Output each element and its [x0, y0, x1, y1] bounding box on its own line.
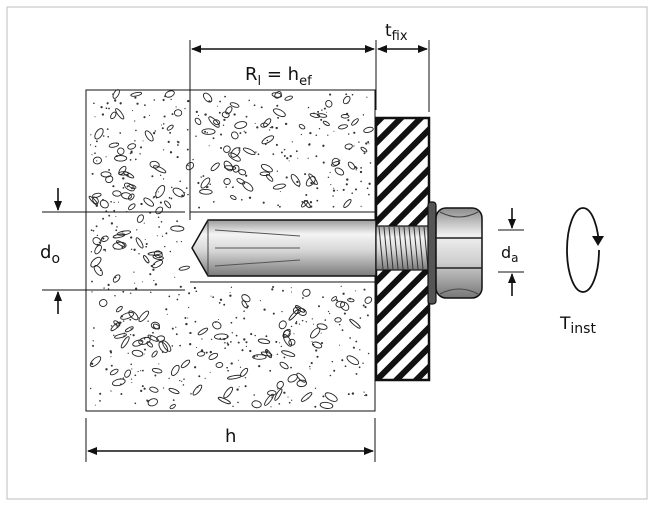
fixture-thickness-dimension	[377, 40, 430, 112]
figure-frame	[6, 6, 648, 500]
member-thickness-dimension	[85, 418, 376, 462]
anchor-sleeve	[191, 219, 377, 277]
installation-torque-label: Tinst	[559, 314, 596, 337]
embedment-depth-dimension	[189, 40, 377, 220]
member-thickness-label: h	[225, 426, 236, 447]
threaded-rod	[375, 225, 437, 271]
embedment-depth-label: Rl = hef	[245, 64, 312, 89]
washer	[427, 201, 437, 305]
fixture-thickness-label: tfix	[385, 21, 408, 44]
drill-diameter-dimension	[42, 188, 185, 314]
hex-nut	[435, 207, 483, 299]
drill-hole-outline	[190, 211, 376, 283]
concrete-aggregate-texture	[88, 89, 374, 410]
anchor-diameter-dimension	[498, 208, 524, 296]
anchor-diameter-label: da	[501, 243, 519, 265]
drill-diameter-label: do	[40, 242, 60, 267]
torque-rotation-icon	[566, 207, 604, 293]
